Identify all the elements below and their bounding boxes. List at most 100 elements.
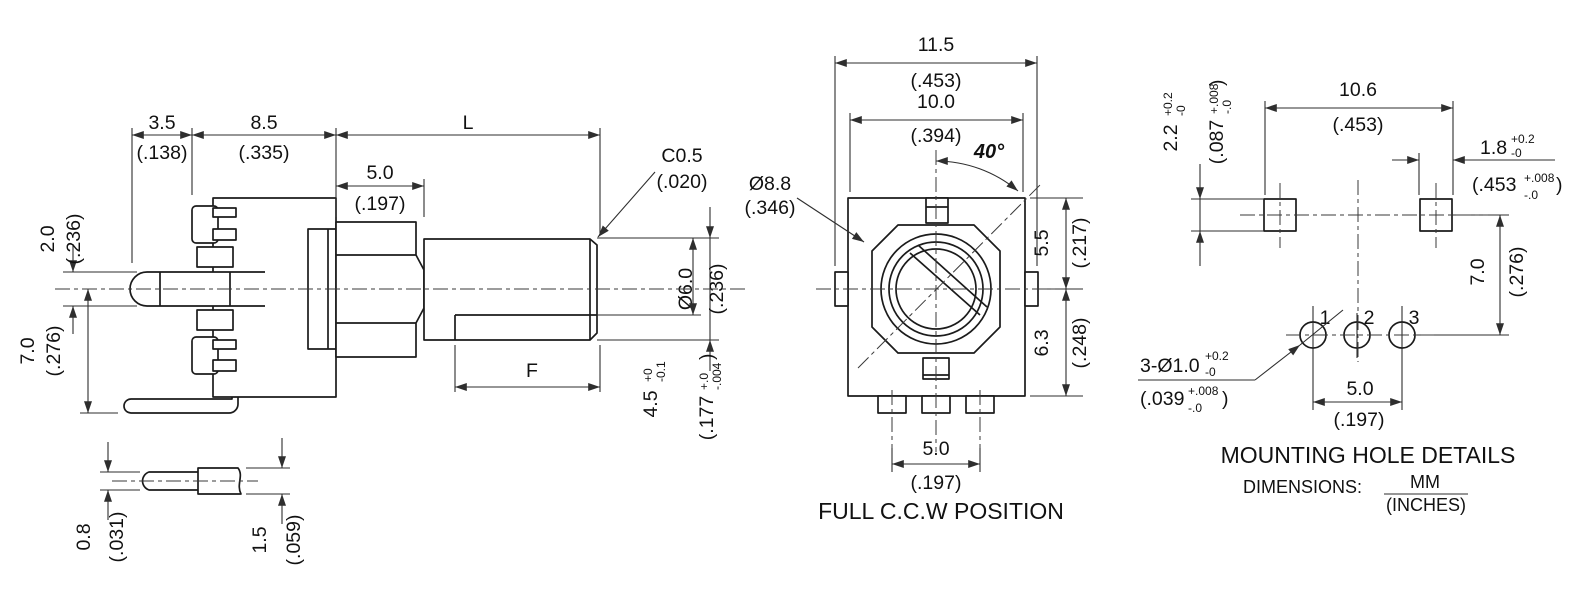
dimensions-label: DIMENSIONS: bbox=[1243, 477, 1362, 497]
hex-bushing-flats bbox=[336, 254, 416, 324]
dim-4-5-in-tol-plus: +.0 bbox=[697, 373, 711, 390]
dim-2-2-in-group: (.087 +.008 -.0 ) bbox=[1206, 80, 1234, 165]
dim-1-8-in-tol-plus: +.008 bbox=[1524, 171, 1555, 185]
front-40deg-centerline bbox=[857, 182, 1043, 369]
dim-6-3-in: (.248) bbox=[1069, 318, 1091, 369]
dim-1-5-mm: 1.5 bbox=[249, 526, 271, 553]
dim-0-8-in: (.031) bbox=[106, 512, 128, 563]
holes-in-tol-plus: +.008 bbox=[1188, 384, 1219, 398]
mounting-hole-view: 1 2 3 2.2 +0.2 -0 (.087 +.008 -.0 ) 10.6… bbox=[1138, 79, 1563, 515]
holes-tol-plus: +0.2 bbox=[1205, 349, 1229, 363]
front-view-dimensions: 11.5 (.453) 10.0 (.394) 40° Ø8.8 (.346) … bbox=[745, 34, 1091, 524]
holes-tol-minus: -0 bbox=[1205, 365, 1216, 379]
dim-2-2-mm: 2.2 bbox=[1160, 124, 1182, 151]
dim-7-0-mm: 7.0 bbox=[17, 337, 39, 364]
dim-7-0-in: (.276) bbox=[43, 326, 65, 377]
dim-4-5-in: (.177 bbox=[696, 396, 718, 440]
ext-lines-10-0 bbox=[849, 113, 1024, 192]
holes-leader-tail bbox=[1299, 309, 1344, 346]
full-ccw-caption: FULL C.C.W POSITION bbox=[818, 498, 1064, 524]
dim-10-6-mm: 10.6 bbox=[1339, 79, 1377, 101]
dim-2-0-in: (.236) bbox=[63, 214, 85, 265]
front-pin-centerlines bbox=[891, 390, 981, 448]
side-view-body bbox=[123, 197, 598, 414]
dim-1-5-in: (.059) bbox=[283, 515, 305, 566]
ext-lines-7-0-mount bbox=[1416, 214, 1509, 336]
pin-detail-view: 0.8 (.031) 1.5 (.059) bbox=[73, 438, 305, 565]
dim-4-5-mm: 4.5 bbox=[640, 390, 662, 417]
units-mm: MM bbox=[1410, 472, 1440, 492]
hole-label-1: 1 bbox=[1320, 307, 1331, 329]
dim-4-5-tol-minus: -0.1 bbox=[654, 361, 668, 382]
dim-2-2-tol-minus: -0 bbox=[1174, 105, 1188, 116]
dim-7-0-mount-mm: 7.0 bbox=[1467, 258, 1489, 285]
dim-2-2-tol-plus: +0.2 bbox=[1161, 92, 1175, 116]
hole-label-2: 2 bbox=[1364, 307, 1375, 329]
chamfer-c05-mm: C0.5 bbox=[661, 145, 702, 167]
hole-label-3: 3 bbox=[1409, 307, 1420, 329]
terminal-tab-lower-strip2 bbox=[212, 359, 237, 372]
ext-lines-11-5 bbox=[834, 56, 1038, 266]
dim-4-5-mm-group: 4.5 +0 -0.1 bbox=[640, 361, 668, 418]
angle-40-label: 40° bbox=[973, 141, 1005, 163]
dia-8-8-in: (.346) bbox=[745, 197, 796, 219]
holes-callout-in: (.039 bbox=[1140, 388, 1184, 410]
dim-2-2-in-tol-plus: +.008 bbox=[1207, 83, 1221, 114]
ext-lines-dia6 bbox=[597, 237, 719, 341]
terminal-tab-upper-strip2 bbox=[212, 228, 237, 241]
dim-11-5-in: (.453) bbox=[911, 70, 962, 92]
holes-callout-mm: 3-Ø1.0 bbox=[1140, 355, 1200, 377]
dim-5-5-in: (.217) bbox=[1069, 218, 1091, 269]
dim-4-5-in-close: ) bbox=[696, 354, 718, 361]
dim-2-2-mm-group: 2.2 +0.2 -0 bbox=[1160, 92, 1188, 152]
shaft-circle bbox=[895, 248, 977, 330]
angle-arc-40 bbox=[935, 157, 1019, 192]
dim-7-0-mount-in: (.276) bbox=[1506, 247, 1528, 298]
holes-leader bbox=[1254, 344, 1301, 381]
dim-1-8-mm: 1.8 bbox=[1480, 137, 1507, 159]
pin-crimp-section bbox=[197, 467, 242, 495]
dim-4-5-in-group: (.177 +.0 -.004 ) bbox=[696, 354, 724, 441]
ext-lines-10-6 bbox=[1264, 101, 1454, 195]
dim-8-5-in: (.335) bbox=[239, 142, 290, 164]
mount-slot-centerlines bbox=[1279, 183, 1437, 248]
dia-8-8-leader bbox=[796, 197, 865, 243]
units-inches: (INCHES) bbox=[1386, 495, 1466, 515]
dim-10-6-in: (.453) bbox=[1333, 114, 1384, 136]
dim-5-0-in: (.197) bbox=[355, 193, 406, 215]
dim-8-5-mm: 8.5 bbox=[250, 112, 277, 134]
dim-4-5-tol-plus: +0 bbox=[641, 368, 655, 382]
top-tab bbox=[925, 197, 949, 224]
side-view-dimensions: 3.5 (.138) 8.5 (.335) L 5.0 (.197) 2.0 (… bbox=[17, 112, 728, 440]
dim-5-0-mount-in: (.197) bbox=[1334, 409, 1385, 431]
body-slot-lower bbox=[196, 309, 234, 331]
terminal-tab-upper bbox=[191, 205, 219, 244]
dim-10-0-in: (.394) bbox=[911, 125, 962, 147]
terminal-tab-lower bbox=[191, 336, 219, 375]
dia-8-8-mm: Ø8.8 bbox=[749, 173, 791, 195]
dim-5-0-mm: 5.0 bbox=[366, 162, 393, 184]
dim-2-2-in-tol-minus: -.0 bbox=[1220, 100, 1234, 114]
dim-pin-span-in: (.197) bbox=[911, 472, 962, 494]
dim-2-0-mm: 2.0 bbox=[37, 225, 59, 252]
chamfer-leader bbox=[597, 171, 656, 238]
dim-3-5-in: (.138) bbox=[137, 142, 188, 164]
dim-1-8-tol-minus: -0 bbox=[1511, 146, 1522, 160]
dim-0-8-mm: 0.8 bbox=[73, 523, 95, 550]
dim-2-2-in: (.087 bbox=[1206, 120, 1228, 164]
dim-5-5-mm: 5.5 bbox=[1031, 229, 1053, 256]
chamfer-c05-in: (.020) bbox=[657, 171, 708, 193]
centerlines bbox=[55, 150, 1488, 482]
dim-5-0-mount-mm: 5.0 bbox=[1346, 378, 1373, 400]
dim-6-3-mm: 6.3 bbox=[1031, 329, 1053, 356]
mounting-bracket-side bbox=[123, 397, 239, 414]
dim-10-0-mm: 10.0 bbox=[917, 91, 955, 113]
dim-1-8-in-tol-minus: -.0 bbox=[1524, 188, 1538, 202]
dim-3-5-mm: 3.5 bbox=[148, 112, 175, 134]
shaft-d-flat-lines bbox=[909, 244, 988, 316]
dim-L: L bbox=[463, 112, 474, 134]
dim-11-5-mm: 11.5 bbox=[918, 34, 955, 56]
dim-4-5-in-tol-minus: -.004 bbox=[710, 362, 724, 390]
